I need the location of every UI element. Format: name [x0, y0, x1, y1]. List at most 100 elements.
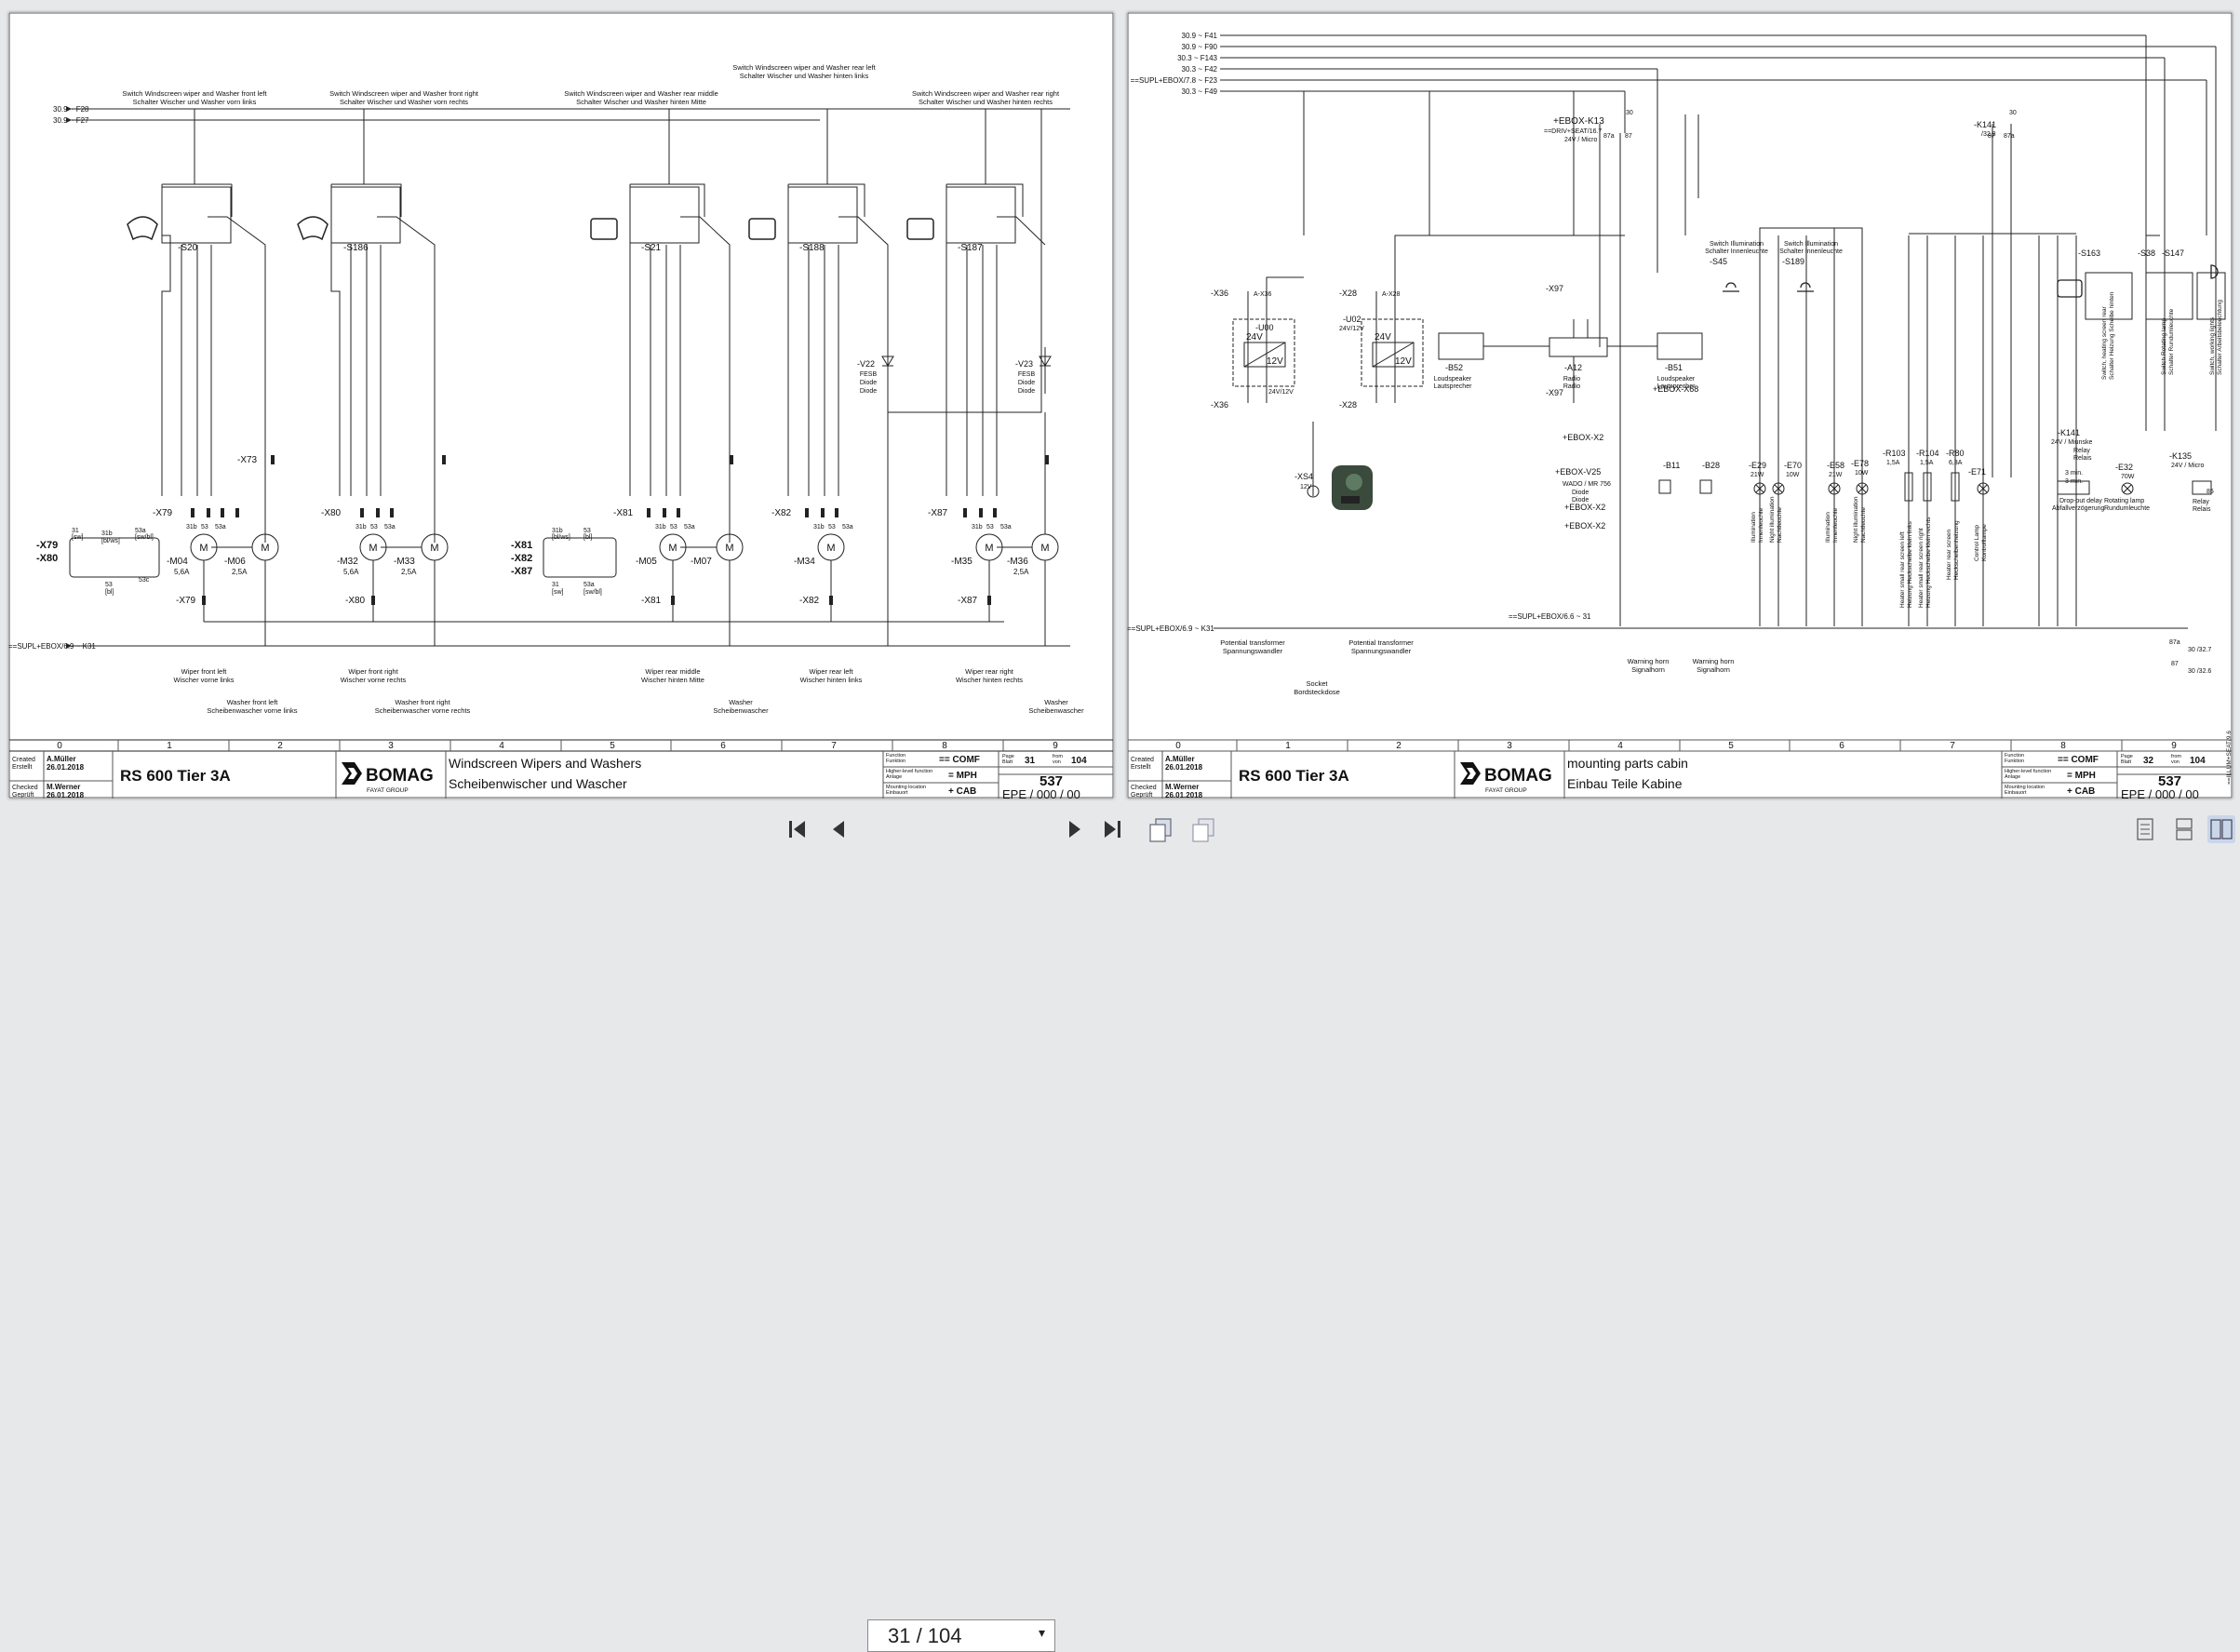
two-page-view-button[interactable]: [2207, 815, 2235, 843]
pin-87: 87: [1988, 133, 1995, 140]
wiper-washer-schematic: 0 1 2 3 4 5 6 7 8 9 30.9 ~ F28 30.9 ~ F2…: [8, 12, 1114, 801]
diode-label-de: Diode: [1018, 388, 1035, 395]
relay-ref: 30 /32.6: [2188, 668, 2211, 675]
location-label: Mounting location: [886, 785, 926, 790]
column-number: 1: [1285, 741, 1291, 751]
previous-page-button[interactable]: [825, 815, 852, 843]
plug-pin-color: [bl/ws]: [101, 538, 120, 544]
single-page-view-button[interactable]: [2131, 815, 2159, 843]
warning-horn-label-de: Signalhorn: [1631, 665, 1665, 674]
vertical-label: Heizung Heckscheibe klein links: [1907, 520, 1913, 608]
pin-85: 85: [2206, 489, 2214, 495]
pin-label: 53: [828, 524, 836, 531]
signal-f49: 30.3 ~ F49: [1182, 87, 1218, 96]
machine-title: RS 600 Tier 3A: [120, 767, 231, 785]
last-page-button[interactable]: [1098, 815, 1126, 843]
created-label: Created: [1131, 757, 1154, 763]
motor-current: 2,5A: [232, 568, 248, 576]
signal-f90: 30.9 ~ F90: [1182, 43, 1218, 51]
connector-ebox-x2: +EBOX-X2: [1563, 433, 1603, 442]
column-number: 8: [942, 741, 947, 751]
created-date: 26.01.2018: [1165, 763, 1203, 772]
switch-s38: -S38: [2138, 248, 2155, 258]
pin-label: 53a: [1000, 524, 1012, 531]
potential-transformer-label-de: Spannungswandler: [1223, 647, 1283, 655]
relay-k141-ref: /32.8: [1981, 131, 1996, 138]
relay-label-de: Relais: [2193, 506, 2211, 513]
vertical-label: Heater small rear screen left: [1899, 531, 1906, 608]
connector-x73: -X73: [237, 455, 258, 465]
washer-front-right-label: Washer front right: [395, 698, 450, 706]
vertical-label: Kontrolllampe: [1981, 524, 1988, 561]
drawing-description-de: Scheibenwischer und Wascher: [449, 776, 627, 791]
wiper-front-right-label-de: Wischer vorne rechts: [341, 676, 407, 684]
rotating-lamp-label-de: Rundumleuchte: [2104, 505, 2150, 512]
socket-voltage: 12V: [1300, 484, 1312, 490]
lamp-wattage: 10W: [1855, 470, 1869, 477]
header-front-right-de: Schalter Wischer und Washer vorn rechts: [340, 98, 468, 106]
pin-87a: 87a: [1603, 133, 1615, 140]
connector-x36: -X36: [1211, 289, 1228, 298]
page-number-select[interactable]: 31 / 104 ▾: [867, 1619, 1055, 1652]
motor-m33: -M33: [394, 557, 415, 567]
pin-label: 53a: [842, 524, 853, 531]
speaker-label-de: Lautsprecher: [1434, 383, 1473, 390]
next-page-button[interactable]: [1061, 815, 1089, 843]
relay-ref: 87: [2171, 661, 2179, 667]
higher-label-de: Anlage: [2005, 774, 2020, 780]
relay-dropout-de: Abfallverzögerung: [2052, 505, 2105, 512]
pin-label: 53a: [215, 524, 226, 531]
first-page-button[interactable]: [784, 815, 811, 843]
motor-symbol: M: [668, 543, 677, 554]
plug-pin-color: [sw]: [72, 534, 84, 541]
two-page-icon: [2210, 819, 2233, 839]
switch-s163: -S163: [2078, 248, 2100, 258]
location-value: + CAB: [948, 786, 976, 797]
header-rear-left-de: Schalter Wischer und Washer hinten links: [740, 72, 869, 80]
created-label-de: Erstellt: [1131, 764, 1150, 771]
pin-label: 53: [370, 524, 378, 531]
connector-x81-plug: -X81: [511, 540, 532, 551]
motor-m06: -M06: [224, 557, 246, 567]
relay-k141-type: 24V / Miunske: [2051, 439, 2092, 446]
schematic-page-31: 0 1 2 3 4 5 6 7 8 9 30.9 ~ F28 30.9 ~ F2…: [8, 12, 1114, 801]
pin-87a: 87a: [2004, 133, 2015, 140]
column-number: 4: [499, 741, 504, 751]
column-number: 8: [2060, 741, 2066, 751]
plug-pin-color: [sw/bl]: [135, 534, 154, 541]
switch-illumination-label-de: Schalter Innenleuchte: [1779, 248, 1843, 255]
last-page-icon: [1105, 821, 1120, 838]
connector-x80-bottom: -X80: [345, 596, 366, 606]
signal-f42: 30.3 ~ F42: [1182, 65, 1218, 74]
column-number: 0: [57, 741, 62, 751]
motor-current: 2,5A: [401, 568, 417, 576]
washer-label: Washer: [729, 698, 753, 706]
vertical-label: Heckscheibenheizung: [1953, 520, 1960, 580]
column-number: 4: [1617, 741, 1623, 751]
relay-k141-top: -K141: [1974, 120, 1996, 129]
relay-k13-ref: ==DRIV+SEAT/16.7: [1544, 128, 1602, 135]
motor-symbol: M: [430, 543, 438, 554]
page-label-de: Blatt: [2121, 759, 2131, 765]
location-label-de: Einbauort: [886, 790, 908, 796]
vertical-label: Switch, working lights: [2209, 316, 2216, 375]
rotate-view-button[interactable]: [1147, 815, 1174, 843]
pin-label: 31b: [972, 524, 983, 531]
pin-label: 31b: [186, 524, 197, 531]
wiper-rear-middle-label-de: Wischer hinten Mitte: [641, 676, 704, 684]
radio-label-de: Radio: [1563, 383, 1580, 390]
plug-pin: 53a: [583, 582, 595, 588]
motor-current: 5,6A: [343, 568, 359, 576]
relay-k13: +EBOX-K13: [1553, 116, 1604, 127]
continuous-view-button[interactable]: [2170, 815, 2198, 843]
compare-pages-button[interactable]: [1189, 815, 1217, 843]
header-front-right: Switch Windscreen wiper and Washer front…: [329, 89, 479, 98]
speaker-label: Loudspeaker: [1657, 376, 1696, 383]
created-by: A.Müller: [47, 755, 76, 763]
vertical-label: Illumination: [1825, 512, 1831, 543]
higher-label: Higher-level function: [2005, 769, 2051, 774]
vertical-label: Schalter Arbeitsbeleuchtung: [2217, 300, 2223, 375]
switch-s186: -S186: [343, 243, 369, 253]
vertical-label: Night illumination: [1853, 496, 1859, 543]
vertical-label: Illumination: [1750, 512, 1757, 543]
